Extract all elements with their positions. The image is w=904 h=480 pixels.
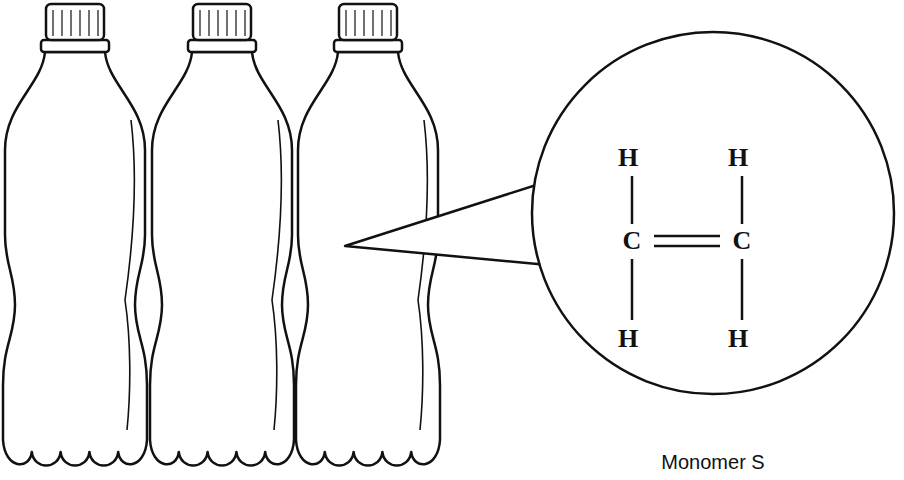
chemical-bond [631,176,634,224]
bottle-highlight [272,120,281,430]
cap-ridge [372,10,373,36]
bottle-cap [193,4,251,40]
bubble-circle [532,32,894,394]
cap-ridge [97,10,98,36]
bottle-highlight [418,120,427,430]
callout-bubble: H H C C H H [530,30,896,396]
bottle-body [3,52,147,466]
chemical-bond [631,259,634,320]
atom-symbol: H [728,145,748,171]
neck-ring [334,40,402,52]
bottle-body [296,52,440,466]
atom-symbol: H [618,326,638,352]
cap-ridge [217,10,218,36]
cap-ridge [61,10,62,36]
bottle-cap [339,4,397,40]
callout-tail [345,180,552,265]
bubble-outline [530,30,896,396]
cap-ridge [390,10,391,36]
cap-ridge [235,10,236,36]
atom-symbol: H [728,326,748,352]
cap-ridge [363,10,364,36]
atom-symbol: C [733,228,752,254]
cap-ridge [79,10,80,36]
cap-ridge [345,10,346,36]
cap-ridge [88,10,89,36]
atom-symbol: H [618,145,638,171]
atom-symbol: C [623,228,642,254]
cap-ridge [381,10,382,36]
cap-ridge [52,10,53,36]
bottle-cap [46,4,104,40]
monomer-label: Monomer S [661,451,764,473]
cap-ridge [244,10,245,36]
cap-ridge [226,10,227,36]
cap-ridge [354,10,355,36]
cap-ridge [208,10,209,36]
chemical-bond [654,235,720,238]
bottle-highlight [125,120,134,430]
neck-ring [188,40,256,52]
cap-ridge [70,10,71,36]
chemical-bond [741,176,744,224]
chemical-bond [654,245,720,248]
cap-ridge [199,10,200,36]
bottle-body [150,52,294,466]
chemical-bond [741,259,744,320]
neck-ring [41,40,109,52]
